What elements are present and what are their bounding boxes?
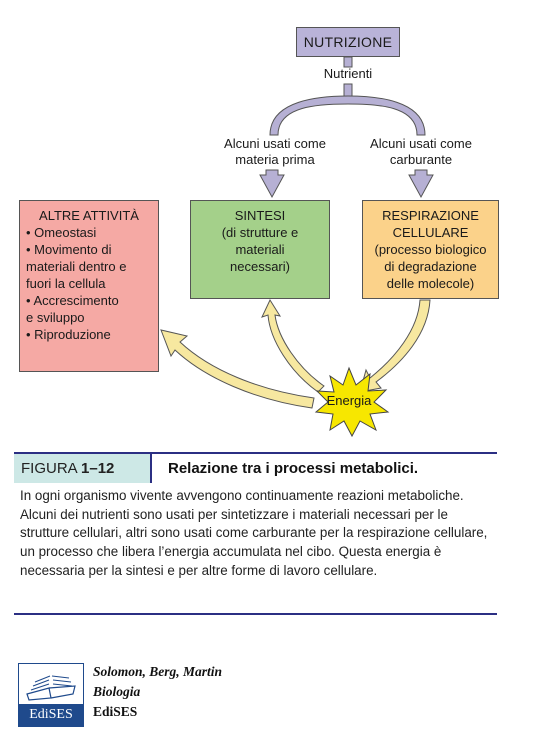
- sintesi-box: SINTESI (di strutture e materiali necess…: [190, 200, 330, 299]
- nutrienti-label: Nutrienti: [323, 66, 373, 81]
- figure-label: FIGURA 1–12: [21, 460, 114, 477]
- energia-burst: [314, 366, 390, 438]
- book-title: Biologia: [93, 684, 141, 699]
- left-branch-line2: materia prima: [235, 152, 315, 167]
- arrow-respirazione-to-energia: [359, 299, 431, 393]
- figure-word: FIGURA: [21, 460, 82, 477]
- respirazione-line3: (processo biologico: [374, 242, 487, 257]
- respirazione-line4: di degradazione: [384, 259, 477, 274]
- book-icon: [26, 675, 76, 701]
- energy-arrows: [160, 298, 431, 409]
- metabolism-diagram: [160, 56, 434, 438]
- arrow-to-respirazione: [408, 169, 434, 199]
- arrow-energia-to-altre: [160, 329, 315, 409]
- left-branch-label: Alcuni usati come materia prima: [213, 136, 337, 168]
- respirazione-line5: delle molecole): [386, 276, 475, 291]
- figure-number: 1–12: [81, 460, 115, 477]
- altre-item: • Riproduzione: [26, 327, 111, 342]
- figure-tab: [14, 454, 150, 483]
- edises-logo-text: EdiSES: [19, 704, 83, 726]
- figure-caption-text: In ogni organismo vivente avvengono cont…: [20, 488, 488, 578]
- respirazione-line2: CELLULARE: [392, 225, 469, 240]
- altre-attivita-box: ALTRE ATTIVITÀ • Omeostasi • Movimento d…: [19, 200, 159, 372]
- sintesi-line3: materiali: [235, 242, 285, 257]
- altre-item: • Omeostasi: [26, 225, 97, 240]
- caption-top-rule: [14, 452, 497, 454]
- figure-separator: [150, 454, 152, 483]
- nutrient-flow-arrows: [259, 56, 434, 199]
- right-branch-line2: carburante: [389, 152, 453, 167]
- altre-item: e sviluppo: [26, 310, 85, 325]
- right-branch-line1: Alcuni usati come: [370, 136, 472, 151]
- altre-item: fuori la cellula: [26, 276, 106, 291]
- arrow-energia-to-sintesi: [261, 298, 325, 393]
- nutrient-stem: [343, 56, 353, 68]
- altre-item: • Accrescimento: [26, 293, 119, 308]
- energia-label: Energia: [326, 393, 372, 408]
- caption-bottom-rule: [14, 613, 497, 615]
- arrow-to-sintesi: [259, 169, 285, 199]
- respirazione-box: RESPIRAZIONE CELLULARE (processo biologi…: [362, 200, 499, 299]
- sintesi-line4: necessari): [230, 259, 290, 274]
- right-branch-label: Alcuni usati come carburante: [359, 136, 483, 168]
- altre-item: materiali dentro e: [26, 259, 127, 274]
- edises-logo: EdiSES: [18, 663, 84, 727]
- book-credits: Solomon, Berg, Martin Biologia EdiSES: [93, 662, 222, 722]
- sintesi-line1: SINTESI: [234, 208, 286, 223]
- altre-attivita-title: ALTRE ATTIVITÀ: [39, 208, 139, 223]
- nutrizione-box: NUTRIZIONE: [296, 27, 400, 57]
- authors: Solomon, Berg, Martin: [93, 664, 223, 679]
- left-branch-line1: Alcuni usati come: [224, 136, 326, 151]
- publisher: EdiSES: [93, 704, 138, 719]
- altre-item: • Movimento di: [26, 242, 112, 257]
- nutrizione-label: NUTRIZIONE: [303, 33, 393, 50]
- sintesi-line2: (di strutture e: [221, 225, 299, 240]
- respirazione-line1: RESPIRAZIONE: [382, 208, 479, 223]
- figure-title: Relazione tra i processi metabolici.: [168, 460, 419, 477]
- nutrient-arc: [269, 95, 426, 136]
